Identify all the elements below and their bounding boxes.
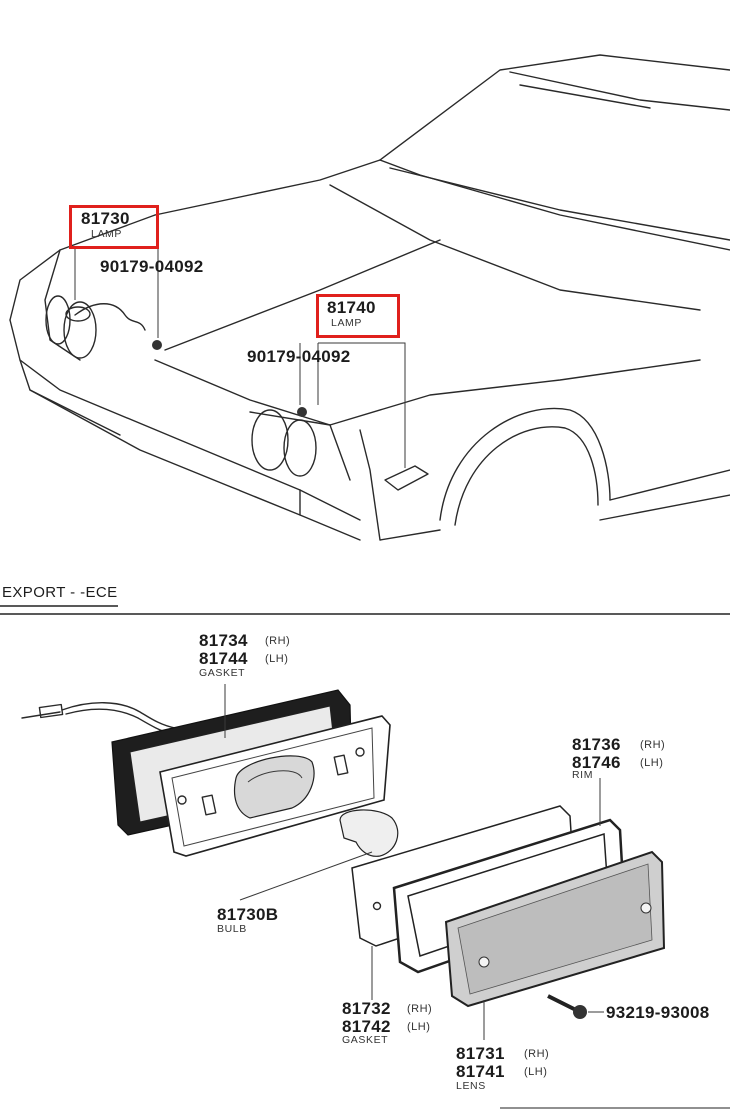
side-81731: (RH)	[524, 1048, 550, 1060]
part-number-81732[interactable]: 81732	[342, 999, 391, 1018]
part-name-bulb: BULB	[217, 923, 247, 935]
side-81734: (RH)	[265, 635, 291, 647]
part-number-93219-93008[interactable]: 93219-93008	[606, 1003, 710, 1022]
side-81732: (RH)	[407, 1003, 433, 1015]
part-number-81740[interactable]: 81740	[327, 298, 376, 317]
part-name-gasket-back: GASKET	[199, 667, 246, 679]
section-label: EXPORT - -ECE	[2, 584, 118, 601]
part-name-81740: LAMP	[331, 317, 362, 329]
side-81741: (LH)	[524, 1066, 548, 1078]
part-number-81741[interactable]: 81741	[456, 1062, 505, 1081]
part-number-81744[interactable]: 81744	[199, 649, 248, 668]
part-number-81730[interactable]: 81730	[81, 209, 130, 228]
part-name-gasket-front: GASKET	[342, 1034, 389, 1046]
part-number-81730b[interactable]: 81730B	[217, 905, 279, 924]
car-illustration	[9, 54, 730, 541]
side-81746: (LH)	[640, 757, 664, 769]
side-81742: (LH)	[407, 1021, 431, 1033]
part-number-81742[interactable]: 81742	[342, 1017, 391, 1036]
highlight-81740	[316, 294, 400, 338]
part-number-81731[interactable]: 81731	[456, 1044, 505, 1063]
highlight-81730	[69, 205, 159, 249]
part-name-rim: RIM	[572, 769, 594, 781]
part-number-81746[interactable]: 81746	[572, 753, 621, 772]
exploded-illustration	[21, 684, 730, 1109]
part-number-81736[interactable]: 81736	[572, 735, 621, 754]
part-name-81730: LAMP	[91, 228, 122, 240]
side-81736: (RH)	[640, 739, 666, 751]
screw-number-a[interactable]: 90179-04092	[100, 257, 204, 276]
side-81744: (LH)	[265, 653, 289, 665]
part-name-lens: LENS	[456, 1080, 486, 1092]
part-number-81734[interactable]: 81734	[199, 631, 248, 650]
screw-number-b[interactable]: 90179-04092	[247, 347, 351, 366]
